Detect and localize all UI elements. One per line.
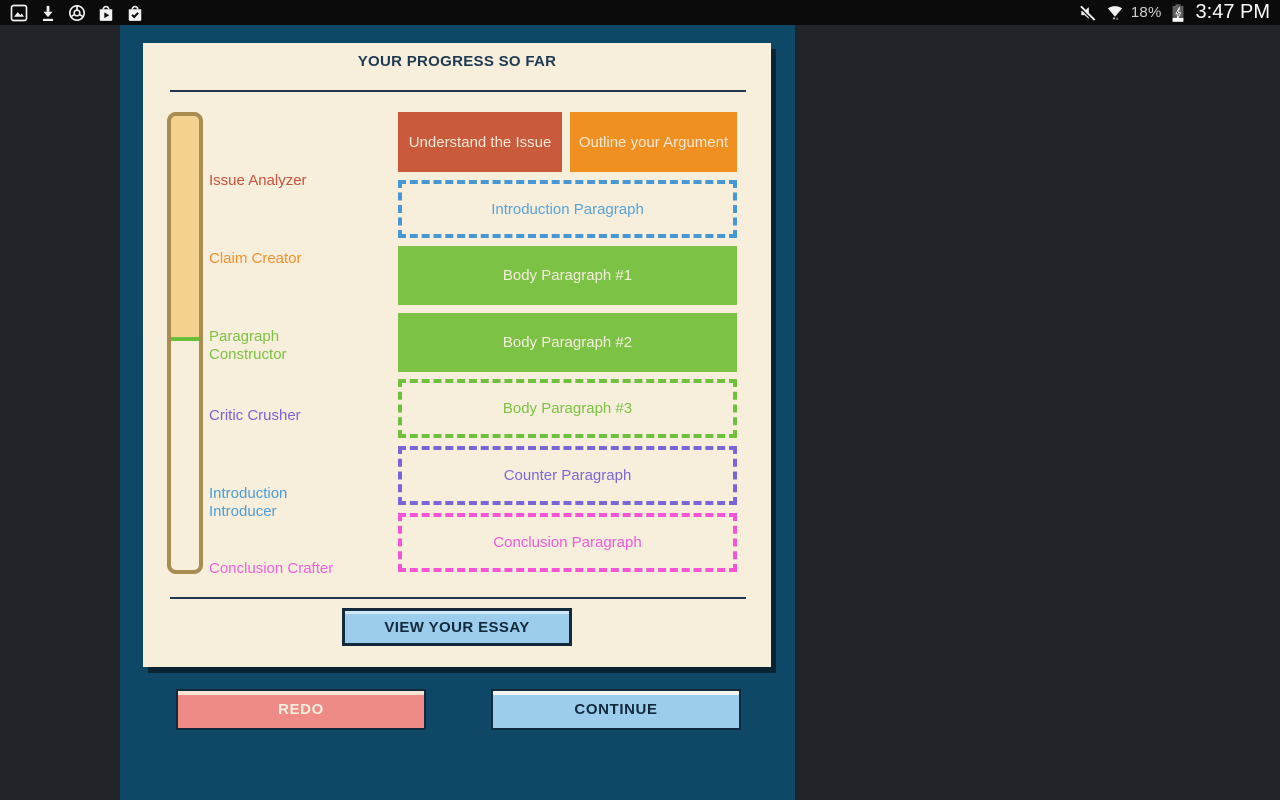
stage-label-critic-crusher: Critic Crusher bbox=[209, 407, 301, 424]
progress-block-body-paragraph-2[interactable]: Body Paragraph #2 bbox=[398, 313, 737, 372]
stage-label-paragraph-constructor: Paragraph Constructor bbox=[209, 328, 287, 363]
redo-button[interactable]: REDO bbox=[176, 689, 426, 730]
progress-block-outline-your-argument[interactable]: Outline your Argument bbox=[570, 112, 737, 172]
progress-card: YOUR PROGRESS SO FAR Issue Analyzer Clai… bbox=[143, 43, 771, 667]
battery-charging-icon bbox=[1167, 2, 1189, 24]
play-store-notification-icon[interactable] bbox=[95, 2, 117, 24]
continue-button[interactable]: CONTINUE bbox=[491, 689, 741, 730]
stage-label-introduction-introducer: Introduction Introducer bbox=[209, 485, 288, 520]
volume-muted-icon bbox=[1077, 2, 1099, 24]
progress-screen-panel: YOUR PROGRESS SO FAR Issue Analyzer Clai… bbox=[120, 25, 795, 800]
progress-block-understand-the-issue[interactable]: Understand the Issue bbox=[398, 112, 562, 172]
chrome-notification-icon[interactable] bbox=[66, 2, 88, 24]
progress-meter bbox=[167, 112, 203, 574]
progress-row-prewriting: Understand the Issue Outline your Argume… bbox=[398, 112, 737, 172]
progress-block-introduction-paragraph[interactable]: Introduction Paragraph bbox=[398, 180, 737, 238]
progress-block-body-paragraph-1[interactable]: Body Paragraph #1 bbox=[398, 246, 737, 305]
stage-label-issue-analyzer: Issue Analyzer bbox=[209, 172, 307, 189]
stage-label-conclusion-crafter: Conclusion Crafter bbox=[209, 560, 334, 577]
download-notification-icon[interactable] bbox=[37, 2, 59, 24]
page-title: YOUR PROGRESS SO FAR bbox=[357, 53, 557, 70]
stage-label-claim-creator: Claim Creator bbox=[209, 250, 302, 267]
progress-block-counter-paragraph[interactable]: Counter Paragraph bbox=[398, 446, 737, 505]
footer-divider bbox=[170, 597, 746, 599]
system-status-cluster[interactable]: 18% 3:47 PM bbox=[1077, 1, 1280, 24]
clock-label: 3:47 PM bbox=[1195, 1, 1270, 23]
view-your-essay-button[interactable]: VIEW YOUR ESSAY bbox=[342, 608, 572, 646]
battery-percent-label: 18% bbox=[1130, 4, 1162, 21]
wifi-signal-icon bbox=[1104, 2, 1126, 24]
progress-block-body-paragraph-3[interactable]: Body Paragraph #3 bbox=[398, 379, 737, 438]
gallery-notification-icon[interactable] bbox=[8, 2, 30, 24]
progress-meter-marker bbox=[171, 337, 199, 341]
progress-meter-fill bbox=[171, 116, 199, 337]
title-divider bbox=[170, 90, 746, 92]
notification-icons[interactable] bbox=[0, 2, 146, 24]
verify-apps-notification-icon[interactable] bbox=[124, 2, 146, 24]
progress-block-conclusion-paragraph[interactable]: Conclusion Paragraph bbox=[398, 513, 737, 572]
android-status-bar[interactable]: 18% 3:47 PM bbox=[0, 0, 1280, 25]
